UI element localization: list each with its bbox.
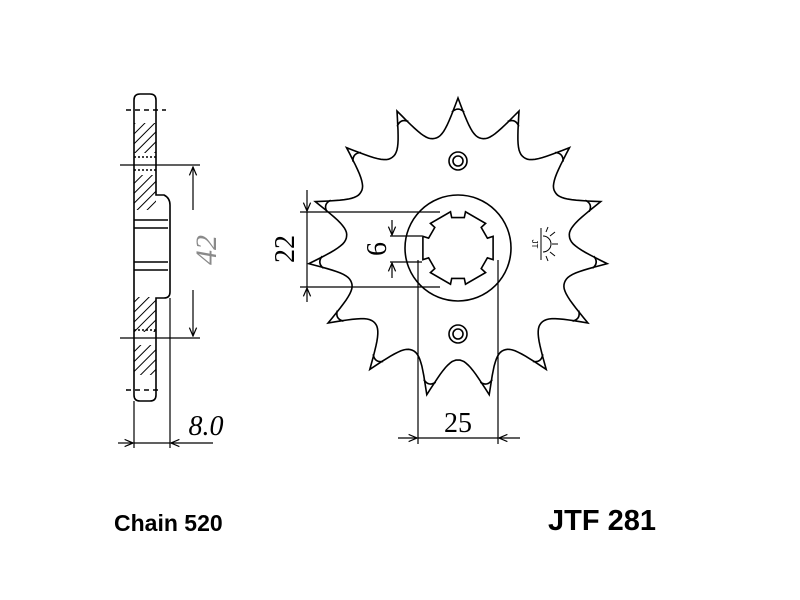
tooth-tip: [479, 379, 493, 385]
dim-8-label: 8.0: [189, 411, 224, 442]
tooth-tip: [324, 199, 332, 213]
tooth-tip: [507, 119, 520, 127]
dim-42-label: 42: [190, 235, 223, 265]
tooth-tip: [591, 255, 597, 269]
dim-22-label: 22: [270, 235, 301, 263]
tooth-tip: [423, 379, 437, 385]
tooth-tip: [451, 108, 465, 113]
tooth-tip: [554, 151, 564, 162]
spline-bore: [422, 210, 494, 286]
front-view: [300, 95, 610, 444]
tooth-tip: [352, 151, 362, 162]
tooth-tip: [532, 354, 544, 363]
dim-25-label: 25: [444, 408, 472, 439]
tooth-tip: [319, 255, 325, 269]
part-number: JTF 281: [548, 505, 656, 537]
side-view: [118, 93, 213, 448]
tooth-tip: [336, 310, 344, 322]
bolt-hole-top: [448, 151, 468, 171]
tooth-tip: [396, 119, 409, 127]
svg-text:JT: JT: [530, 240, 539, 249]
tooth-tip: [372, 354, 384, 363]
tooth-tip: [572, 310, 580, 322]
chain-label: Chain 520: [114, 510, 223, 536]
jt-logo: JT: [530, 226, 558, 262]
tooth-tip: [584, 199, 592, 213]
dim-6-label: 6: [362, 242, 393, 256]
bolt-hole-bottom: [448, 324, 468, 344]
